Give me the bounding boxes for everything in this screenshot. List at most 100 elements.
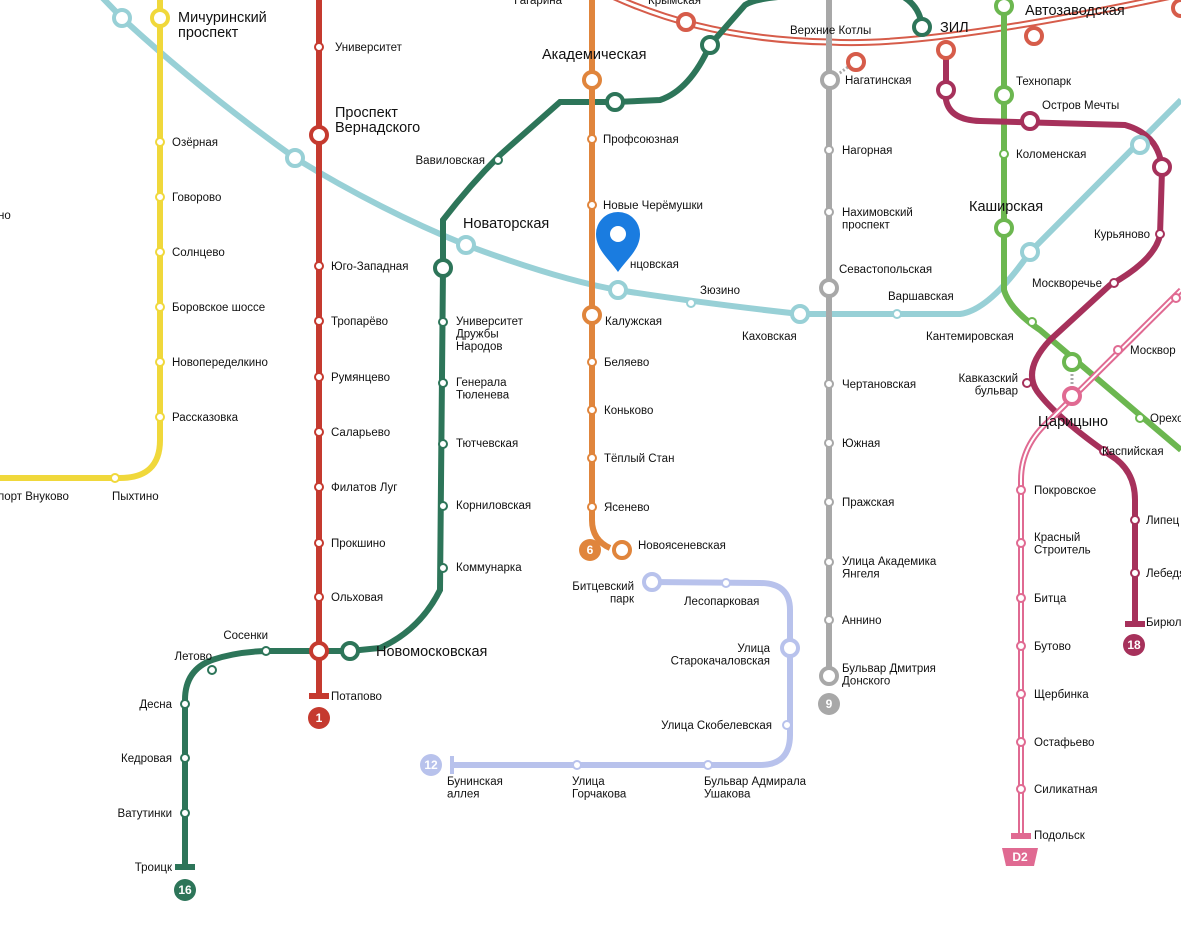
station-marker[interactable] (587, 502, 597, 512)
station-label-nagatinskaya[interactable]: Нагатинская (845, 75, 911, 87)
station-transfer-marker[interactable] (1020, 111, 1040, 131)
station-marker[interactable] (314, 592, 324, 602)
station-marker[interactable] (999, 149, 1009, 159)
station-marker[interactable] (824, 438, 834, 448)
station-marker[interactable] (1099, 446, 1109, 456)
station-label-moskvorechye2[interactable]: Москвор (1130, 345, 1176, 357)
station-transfer-marker[interactable] (112, 8, 132, 28)
station-transfer-marker[interactable] (612, 540, 632, 560)
station-marker[interactable] (438, 501, 448, 511)
station-marker[interactable] (1016, 641, 1026, 651)
station-transfer-marker[interactable] (819, 278, 839, 298)
station-marker[interactable] (438, 439, 448, 449)
station-label-akademicheskaya[interactable]: Академическая (542, 47, 646, 63)
station-label-potapovo[interactable]: Потапово (331, 691, 382, 703)
station-label-kolomenskaya[interactable]: Коломенская (1016, 149, 1086, 161)
station-label-voroncovskaya[interactable]: нцовская (630, 259, 679, 271)
station-label-konkovo[interactable]: Коньково (604, 405, 653, 417)
station-label-sosenki[interactable]: Сосенки (223, 630, 268, 642)
station-transfer-marker[interactable] (433, 258, 453, 278)
station-label-zyuzino[interactable]: Зюзино (700, 285, 740, 297)
station-label-kashirskaya[interactable]: Каширская (969, 199, 1043, 215)
line-badge-l12[interactable]: 12 (420, 754, 442, 776)
station-label-troparevo[interactable]: Тропарёво (331, 316, 388, 328)
station-marker[interactable] (1016, 485, 1026, 495)
station-transfer-marker[interactable] (819, 666, 839, 686)
station-label-novoyasenevskaya[interactable]: Новоясеневская (638, 540, 726, 552)
station-transfer-marker[interactable] (642, 572, 662, 592)
station-marker[interactable] (782, 720, 792, 730)
station-label-pokrovskoe[interactable]: Покровское (1034, 485, 1096, 497)
station-marker[interactable] (587, 200, 597, 210)
station-label-salaryevo[interactable]: Саларьево (331, 427, 390, 439)
station-transfer-marker[interactable] (1024, 26, 1044, 46)
station-label-annino[interactable]: Аннино (842, 615, 882, 627)
station-label-butovo[interactable]: Бутово (1034, 641, 1071, 653)
station-label-krymskaya[interactable]: Крымская (648, 0, 701, 7)
station-marker[interactable] (180, 808, 190, 818)
station-marker[interactable] (1130, 515, 1140, 525)
station-marker[interactable] (1016, 784, 1026, 794)
station-label-podolsk[interactable]: Подольск (1034, 830, 1086, 842)
station-transfer-marker[interactable] (1152, 157, 1172, 177)
station-label-varshavskaya[interactable]: Варшавская (888, 291, 954, 303)
station-marker[interactable] (703, 760, 713, 770)
station-marker[interactable] (155, 412, 165, 422)
station-marker[interactable] (824, 615, 834, 625)
station-label-orekhovo[interactable]: Орехо (1150, 413, 1181, 425)
station-label-lipetskaya[interactable]: Липец (1146, 515, 1180, 527)
station-marker[interactable] (155, 192, 165, 202)
station-label-yugo-zapadnaya[interactable]: Юго-Западная (331, 261, 408, 273)
station-marker[interactable] (824, 497, 834, 507)
station-label-kuryanovo[interactable]: Курьяново (1094, 229, 1150, 241)
stations[interactable] (110, 0, 1181, 870)
station-label-yuzhnaya[interactable]: Южная (842, 438, 880, 450)
station-transfer-marker[interactable] (309, 125, 329, 145)
station-marker[interactable] (1016, 689, 1026, 699)
station-label-left-edge[interactable]: но (0, 210, 11, 222)
station-transfer-marker[interactable] (285, 148, 305, 168)
station-label-teply-stan[interactable]: Тёплый Стан (604, 453, 674, 465)
station-label-universitet[interactable]: Университет (335, 42, 403, 54)
station-marker[interactable] (314, 427, 324, 437)
station-label-kakhovskaya[interactable]: Каховская (742, 331, 797, 343)
station-transfer-marker[interactable] (780, 638, 800, 658)
station-marker[interactable] (155, 137, 165, 147)
station-label-novye-cheremushki[interactable]: Новые Черёмушки (603, 200, 703, 212)
station-transfer-marker[interactable] (605, 92, 625, 112)
station-transfer-marker[interactable] (994, 218, 1014, 238)
station-marker[interactable] (1171, 293, 1181, 303)
station-label-solntsevo[interactable]: Солнцево (172, 247, 225, 259)
station-marker[interactable] (314, 372, 324, 382)
station-transfer-marker[interactable] (608, 280, 628, 300)
line-badge-l6[interactable]: 6 (579, 539, 601, 561)
station-marker[interactable] (438, 563, 448, 573)
station-label-chertanovskaya[interactable]: Чертановская (842, 379, 916, 391)
station-marker[interactable] (824, 145, 834, 155)
station-transfer-marker[interactable] (846, 52, 866, 72)
station-marker[interactable] (314, 316, 324, 326)
station-label-borovskoe[interactable]: Боровское шоссе (172, 302, 265, 314)
station-label-avtozavodskaya[interactable]: Автозаводская (1025, 3, 1125, 19)
station-transfer-marker[interactable] (1062, 352, 1082, 372)
station-marker[interactable] (155, 247, 165, 257)
station-transfer-marker[interactable] (790, 304, 810, 324)
station-label-kaspiyskaya[interactable]: Каспийская (1102, 446, 1164, 458)
station-label-biryulyovo[interactable]: Бирюл (1146, 617, 1181, 629)
station-marker[interactable] (721, 578, 731, 588)
station-label-rasskazovka[interactable]: Рассказовка (172, 412, 239, 424)
station-marker[interactable] (314, 261, 324, 271)
station-marker[interactable] (180, 753, 190, 763)
station-marker[interactable] (1027, 317, 1037, 327)
station-marker[interactable] (824, 379, 834, 389)
station-transfer-marker[interactable] (700, 35, 720, 55)
